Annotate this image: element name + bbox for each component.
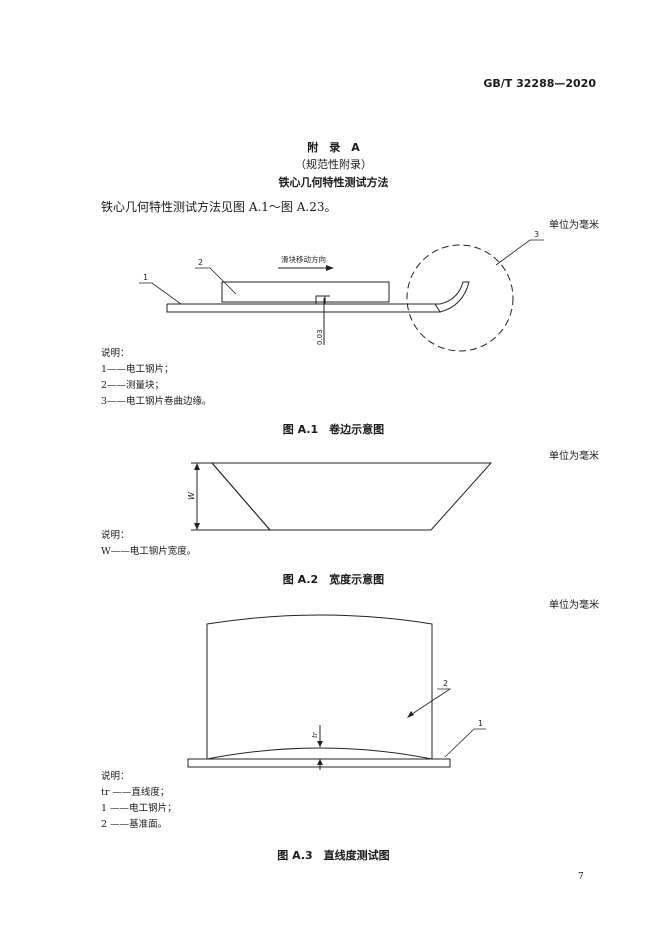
legend-item: 3——电工钢片卷曲边缘。 — [101, 396, 212, 407]
legend-title: 说明： — [101, 771, 130, 782]
legend-item: 2——测量块； — [101, 380, 165, 391]
callout-1: 1 — [143, 273, 148, 282]
unit-note-a1: 单位为毫米 — [549, 220, 599, 231]
direction-label: 滑块移动方向 — [281, 254, 326, 264]
figure-a3-diagram: 2 1 tr — [187, 614, 486, 770]
callout-2: 2 — [443, 679, 448, 688]
intro-text: 铁心几何特性测试方法见图 A.1～图 A.23。 — [101, 200, 337, 214]
legend-a1: 说明： 1——电工钢片； 2——测量块； 3——电工钢片卷曲边缘。 — [101, 346, 212, 410]
callout-3: 3 — [534, 230, 539, 239]
caption-a3: 图 A.3 直线度测试图 — [277, 849, 390, 862]
straightness-label: tr — [311, 731, 319, 738]
dimension-label: 0.03 — [316, 329, 324, 345]
callout-2: 2 — [198, 258, 203, 267]
figure-a1-diagram: 滑块移动方向 1 2 3 0.03 — [139, 230, 544, 352]
caption-a2: 图 A.2 宽度示意图 — [282, 573, 385, 586]
curled-edge — [410, 281, 470, 313]
caption-a1: 图 A.1 卷边示意图 — [282, 423, 385, 436]
legend-item: tr ——直线度； — [101, 787, 170, 798]
legend-title: 说明： — [101, 530, 130, 541]
figure-a2-diagram: W — [187, 462, 493, 531]
width-label: W — [187, 491, 196, 500]
unit-note-a2: 单位为毫米 — [549, 451, 599, 462]
legend-a2: 说明： W——电工钢片宽度。 — [101, 528, 196, 560]
appendix-title: 附 录 A — [307, 141, 360, 154]
direction-arrowhead — [326, 265, 334, 271]
unit-note-a3: 单位为毫米 — [549, 600, 599, 611]
detail-circle — [406, 244, 514, 352]
standard-number: GB/T 32288—2020 — [483, 77, 596, 90]
legend-item: 1——电工钢片； — [101, 364, 174, 375]
measuring-block — [221, 281, 390, 303]
callout-1: 1 — [478, 719, 483, 728]
appendix-heading: 铁心几何特性测试方法 — [278, 176, 389, 189]
appendix-type: （规范性附录） — [295, 158, 372, 171]
reference-plane — [187, 758, 451, 768]
legend-a3: 说明： tr ——直线度； 1 ——电工钢片； 2 ——基准面。 — [101, 769, 177, 833]
legend-title: 说明： — [101, 348, 130, 359]
legend-item: 1 ——电工钢片； — [101, 803, 177, 814]
page-number: 7 — [578, 872, 584, 882]
legend-item: 2 ——基准面。 — [101, 819, 168, 830]
legend-item: W——电工钢片宽度。 — [101, 546, 197, 557]
